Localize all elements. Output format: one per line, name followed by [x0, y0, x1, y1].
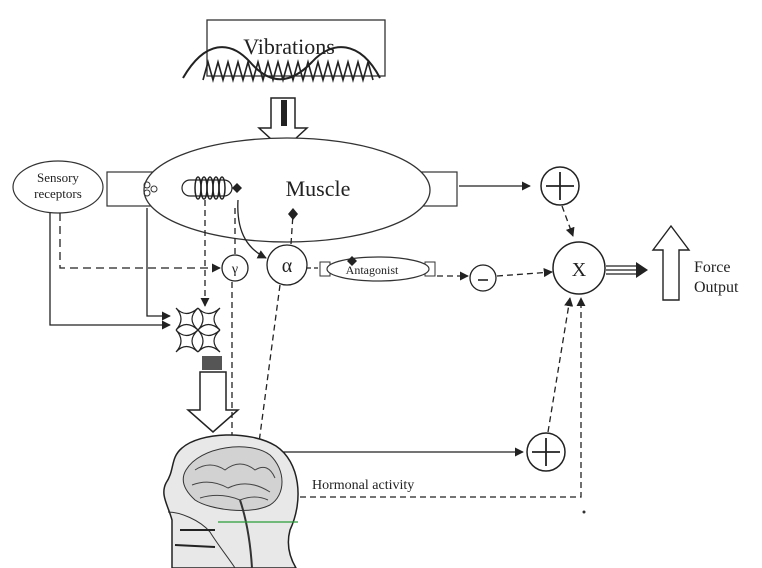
- fast-wave: [202, 59, 374, 83]
- alpha-motor-neuron: α: [266, 244, 308, 286]
- force-output-arrow: [651, 224, 691, 301]
- hormonal-label: Hormonal activity: [312, 478, 414, 493]
- antagonist-label: Antagonist: [346, 263, 399, 277]
- plus-node-bottom: [526, 432, 566, 472]
- integration-neuron-star: [175, 307, 221, 353]
- descending-arrow: [186, 371, 240, 433]
- muscle: Muscle: [106, 137, 458, 243]
- force-label-line1: Force: [694, 259, 730, 276]
- plus-node-top: [540, 166, 580, 206]
- sensory-label-line1: Sensory: [37, 170, 79, 185]
- multiply-label: X: [572, 259, 587, 281]
- muscle-label: Muscle: [286, 176, 351, 201]
- sensory-receptors: Sensory receptors: [12, 160, 104, 214]
- alpha-label: α: [282, 255, 293, 277]
- sensory-label-line2: receptors: [34, 186, 82, 201]
- multiply-node: X: [552, 241, 606, 295]
- gamma-label: γ: [231, 262, 238, 277]
- gamma-motor-neuron: γ: [221, 254, 249, 282]
- muscle-spindle: [181, 176, 242, 200]
- human-head-brain: [163, 434, 299, 568]
- antagonist-muscle: Antagonist: [319, 256, 436, 282]
- minus-node: [469, 264, 497, 292]
- vibrations-box: Vibrations: [182, 19, 386, 83]
- hatch-block: [202, 356, 222, 370]
- force-label-line2: Output: [694, 279, 739, 296]
- vibrations-label: Vibrations: [243, 34, 335, 59]
